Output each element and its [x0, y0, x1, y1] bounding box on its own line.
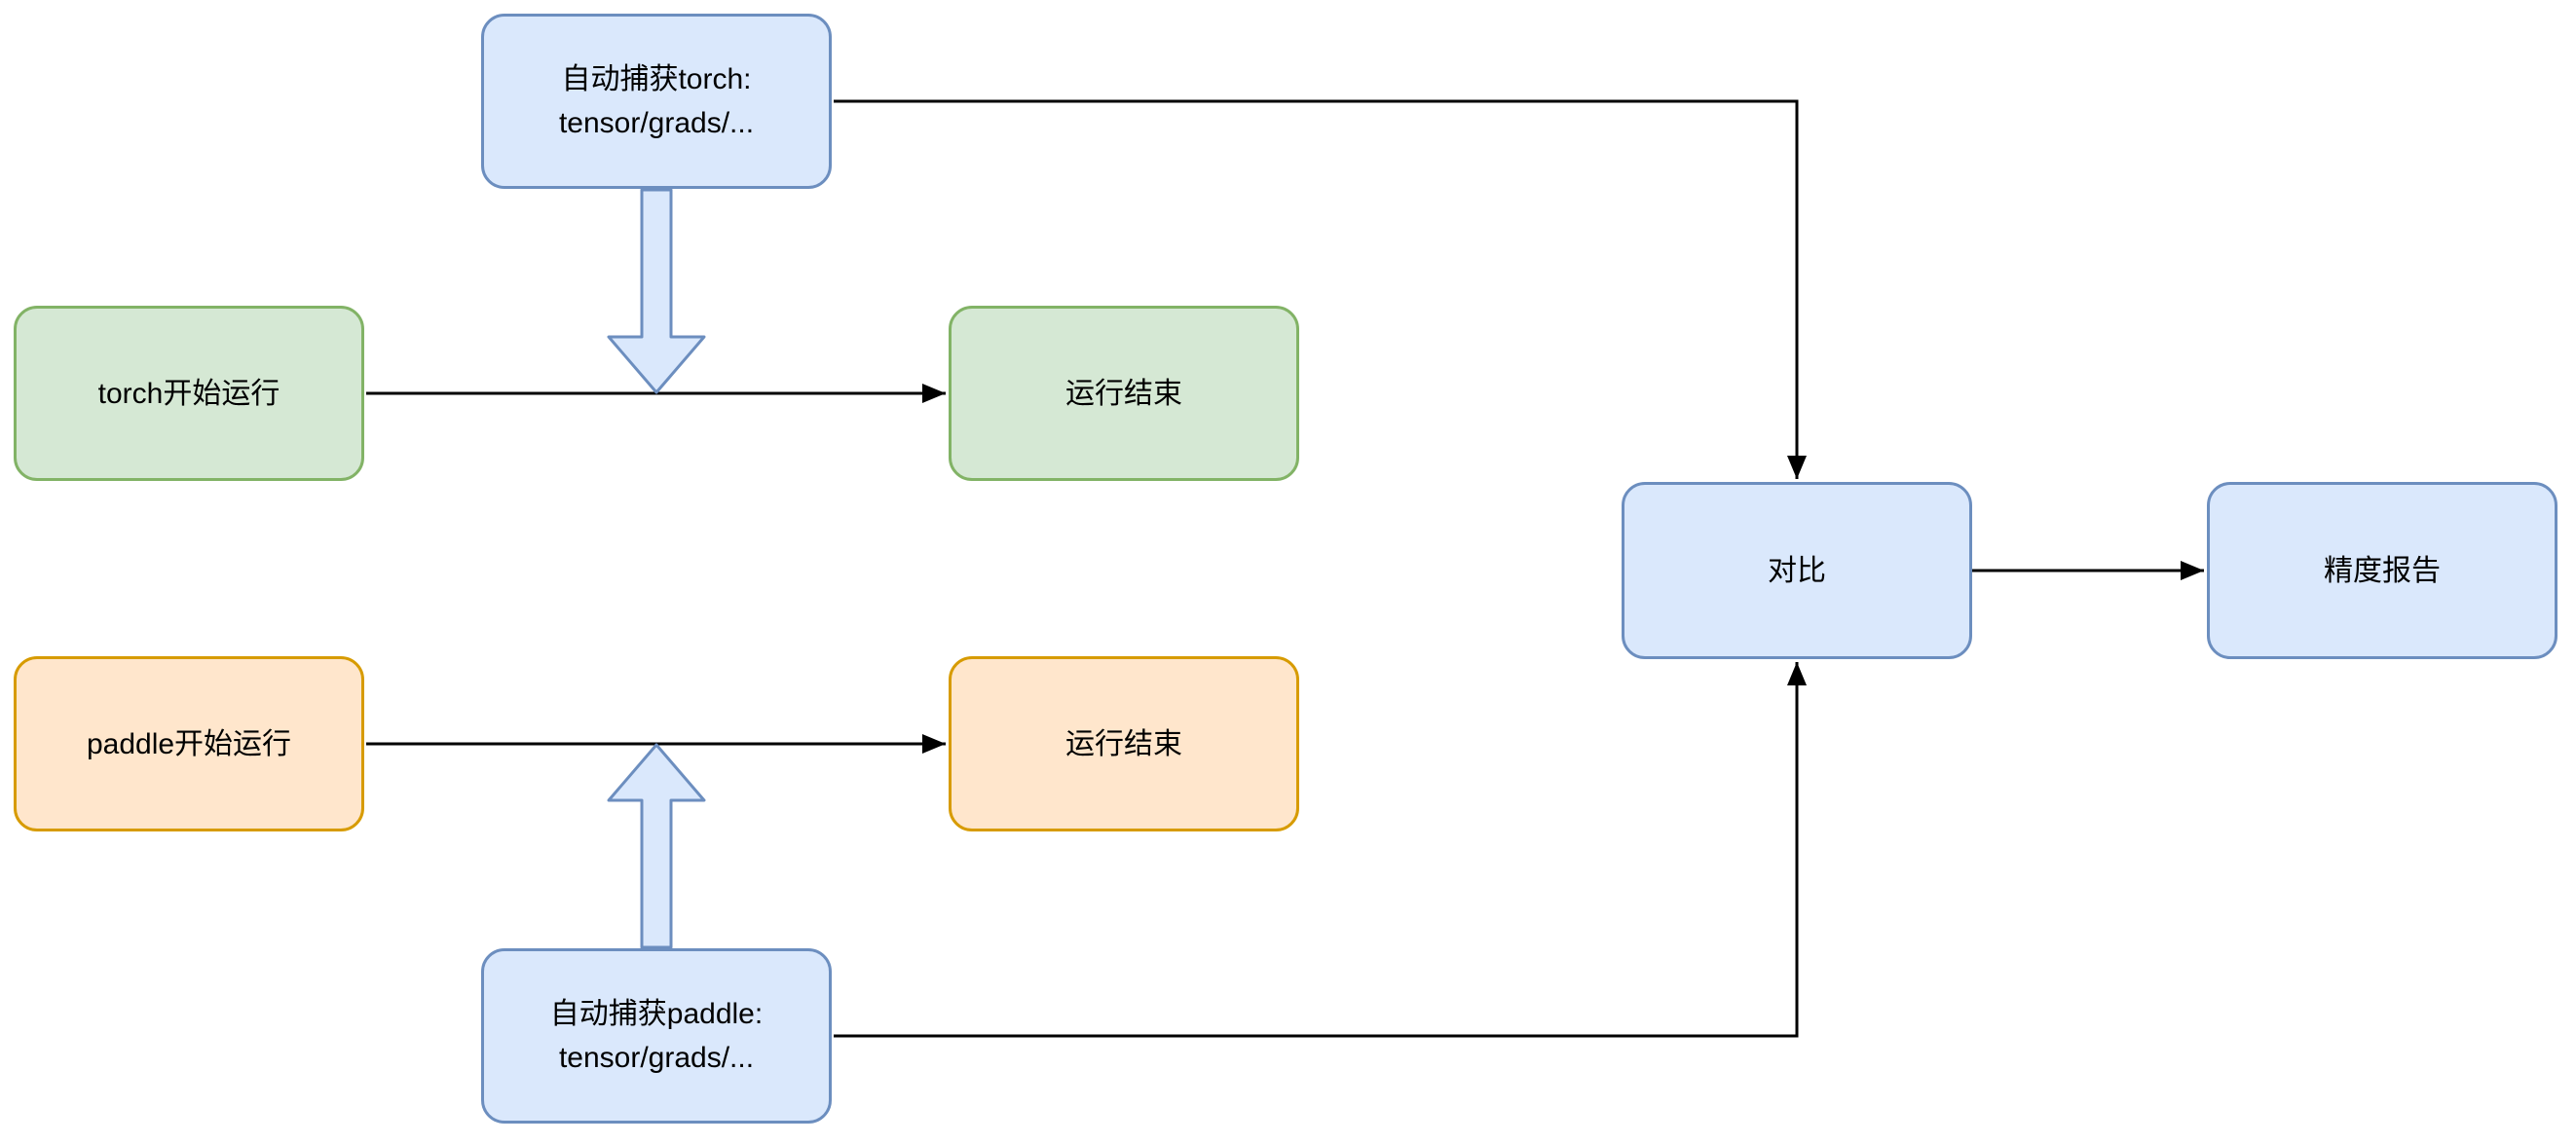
node-capture-paddle: 自动捕获paddle: tensor/grads/... — [481, 948, 832, 1124]
node-report-label: 精度报告 — [2324, 554, 2441, 587]
node-compare-label: 对比 — [1768, 554, 1826, 587]
node-paddle-end-label: 运行结束 — [1065, 727, 1182, 760]
node-torch-end: 运行结束 — [949, 306, 1299, 481]
node-torch-start: torch开始运行 — [14, 306, 364, 481]
edge-capture-paddle-to-compare — [834, 662, 1807, 1038]
node-capture-torch-label: 自动捕获torch: tensor/grads/... — [558, 63, 755, 139]
node-paddle-start-label: paddle开始运行 — [86, 727, 292, 760]
node-capture-paddle-label: 自动捕获paddle: tensor/grads/... — [549, 998, 764, 1074]
node-torch-end-label: 运行结束 — [1065, 377, 1182, 410]
node-torch-start-label: torch开始运行 — [97, 377, 280, 410]
node-paddle-start: paddle开始运行 — [14, 656, 364, 831]
node-report: 精度报告 — [2207, 482, 2557, 659]
node-compare: 对比 — [1622, 482, 1972, 659]
fat-arrow-up-icon — [607, 743, 706, 949]
fat-arrow-down-icon — [607, 188, 706, 394]
node-paddle-end: 运行结束 — [949, 656, 1299, 831]
node-capture-torch: 自动捕获torch: tensor/grads/... — [481, 14, 832, 189]
edge-capture-torch-to-compare — [834, 99, 1807, 479]
